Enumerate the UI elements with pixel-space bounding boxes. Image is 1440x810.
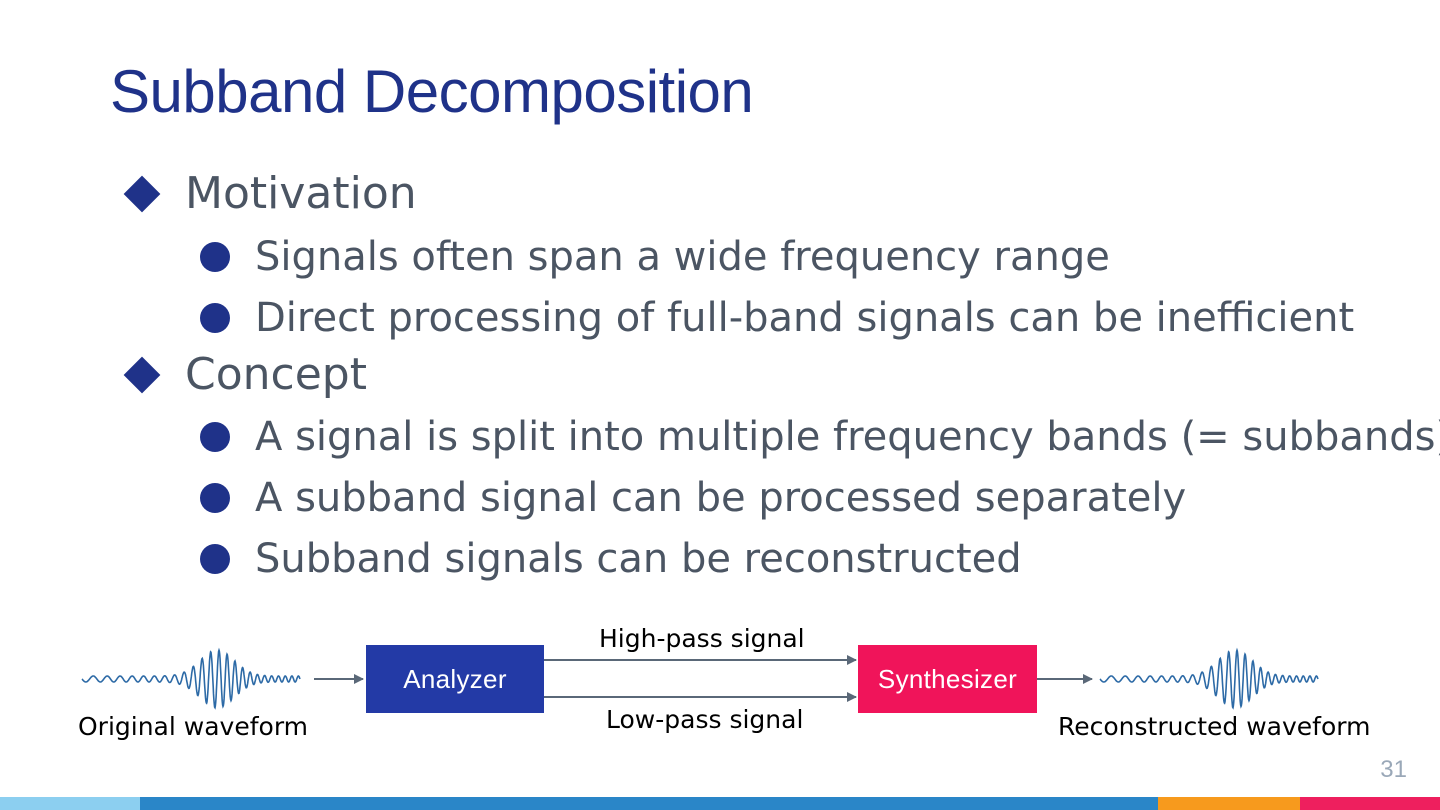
original-waveform-label: Original waveform	[78, 712, 309, 741]
dot-bullet-icon	[200, 422, 230, 452]
footer-color-bar	[0, 797, 1440, 810]
bullet-heading: Motivation	[185, 168, 417, 219]
slide-title: Subband Decomposition	[110, 58, 754, 125]
reconstructed-waveform-icon	[1099, 647, 1319, 710]
bullet-concept: Concept	[120, 353, 367, 397]
dot-bullet-icon	[200, 303, 230, 333]
sub-bullet-text: A signal is split into multiple frequenc…	[255, 414, 1440, 460]
sub-bullet: Subband signals can be reconstructed	[200, 539, 1022, 579]
footer-segment	[140, 797, 1158, 810]
dot-bullet-icon	[200, 242, 230, 272]
sub-bullet-text: Signals often span a wide frequency rang…	[255, 234, 1110, 280]
dot-bullet-icon	[200, 544, 230, 574]
footer-segment	[0, 797, 140, 810]
sub-bullet-text: Subband signals can be reconstructed	[255, 536, 1022, 582]
synthesizer-block: Synthesizer	[858, 645, 1037, 713]
sub-bullet: A subband signal can be processed separa…	[200, 478, 1186, 518]
synthesizer-label: Synthesizer	[877, 663, 1018, 694]
sub-bullet-text: Direct processing of full-band signals c…	[255, 295, 1355, 341]
low-pass-label: Low-pass signal	[606, 705, 804, 734]
sub-bullet: Signals often span a wide frequency rang…	[200, 237, 1110, 277]
footer-segment	[1300, 797, 1440, 810]
analyzer-block: Analyzer	[366, 645, 544, 713]
analyzer-label: Analyzer	[403, 663, 507, 694]
sub-bullet: A signal is split into multiple frequenc…	[200, 417, 1440, 457]
dot-bullet-icon	[200, 483, 230, 513]
high-pass-label: High-pass signal	[599, 624, 805, 653]
bullet-motivation: Motivation	[120, 172, 417, 216]
footer-segment	[1158, 797, 1300, 810]
reconstructed-waveform-label: Reconstructed waveform	[1058, 712, 1371, 741]
sub-bullet-text: A subband signal can be processed separa…	[255, 475, 1187, 521]
page-number: 31	[1380, 756, 1407, 783]
bullet-heading: Concept	[185, 349, 367, 400]
original-waveform-icon	[81, 647, 301, 710]
sub-bullet: Direct processing of full-band signals c…	[200, 298, 1354, 338]
